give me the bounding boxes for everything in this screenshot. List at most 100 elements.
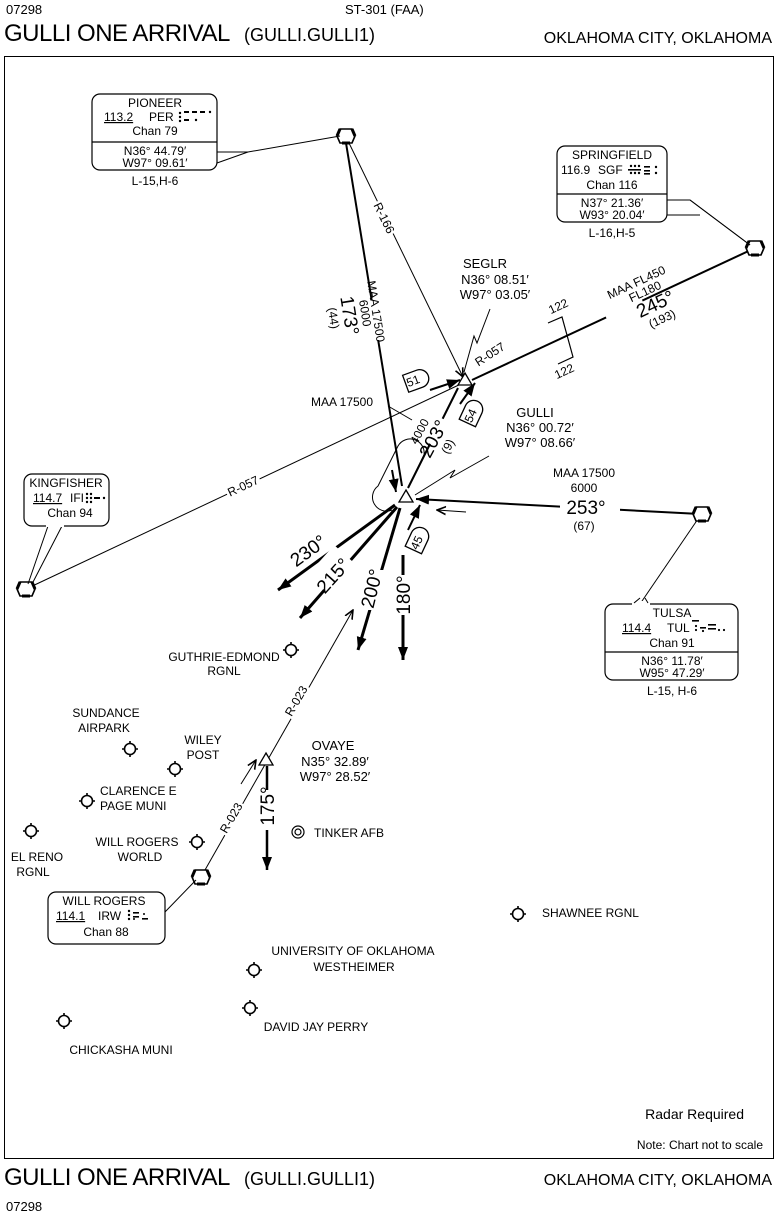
airport-will-rogers-world-label: WILL ROGERS (96, 835, 179, 849)
vector-180-label: 180° (394, 575, 415, 614)
will-rogers-freq: 114.1 (56, 909, 85, 923)
airport-ou-label-2: WESTHEIMER (313, 960, 395, 974)
pioneer-lon: W97° 09.61′ (122, 156, 188, 170)
radial-per-166 (348, 142, 463, 377)
springfield-freq: 116.9 (561, 163, 590, 177)
vortac-springfield-icon[interactable] (744, 239, 766, 257)
kingfisher-freq: 114.7 (33, 491, 62, 505)
springfield-lat: N37° 21.36′ (581, 196, 644, 210)
svg-text:54: 54 (462, 406, 480, 424)
fix-seglr-icon[interactable] (457, 372, 473, 386)
ovaye-course-label: 175° (258, 786, 279, 825)
fix-seglr-lat: N36° 08.51′ (461, 272, 529, 287)
fix-seglr-name: SEGLR (463, 256, 507, 271)
footer-code: (GULLI.GULLI1) (244, 1169, 376, 1189)
navaid-box-pioneer[interactable]: PIONEER 113.2 PER Chan 79 N36° 44.79′ W9… (91, 93, 341, 188)
tulsa-charts: L-15, H-6 (647, 684, 697, 698)
arrow-45 (407, 504, 421, 531)
springfield-lon: W93° 20.04′ (579, 208, 645, 222)
pioneer-ident: PER (149, 110, 174, 124)
speed-box-51: 51 (401, 369, 430, 394)
airport-david-jay-perry-label: DAVID JAY PERRY (264, 1020, 368, 1034)
navaid-box-springfield[interactable]: SPRINGFIELD 116.9 SGF Chan 116 N37° 21.3… (556, 145, 751, 246)
airport-ou-icon[interactable] (245, 961, 263, 979)
tulsa-freq: 114.4 (622, 621, 651, 635)
holding-pattern (372, 438, 425, 512)
changeover-label-bottom: 122 (552, 361, 576, 382)
svg-text:45: 45 (408, 533, 426, 551)
airport-david-jay-perry-icon[interactable] (241, 999, 259, 1017)
airport-sundance-icon[interactable] (121, 740, 139, 758)
fix-gulli-icon[interactable] (398, 489, 414, 503)
tul-mea-label: 6000 (571, 481, 598, 495)
airport-clarence-icon[interactable] (78, 792, 96, 810)
tulsa-chan: Chan 91 (649, 636, 695, 650)
airport-wiley-icon[interactable] (166, 760, 184, 778)
speed-box-45: 45 (404, 526, 430, 555)
pioneer-charts: L-15,H-6 (132, 174, 179, 188)
springfield-name: SPRINGFIELD (572, 148, 652, 162)
navaid-box-kingfisher[interactable]: KINGFISHER 114.7 IFI Chan 94 (23, 473, 110, 585)
vortac-tulsa-icon[interactable] (691, 505, 713, 523)
airport-shawnee-icon[interactable] (509, 905, 527, 923)
fix-ovaye-name: OVAYE (312, 738, 355, 753)
airport-chickasha-label: CHICKASHA MUNI (69, 1043, 172, 1057)
airport-tinker-icon[interactable] (291, 825, 305, 839)
airport-clarence-label-2: PAGE MUNI (100, 799, 166, 813)
direction-arrow-irw (240, 760, 256, 785)
airport-el-reno-label-2: RGNL (16, 865, 50, 879)
kingfisher-ident: IFI (70, 491, 84, 505)
changeover-label-top: 122 (546, 296, 570, 317)
speed-box-54: 54 (458, 399, 484, 428)
pioneer-freq: 113.2 (104, 110, 133, 124)
airport-guthrie-label: GUTHRIE-EDMOND (168, 650, 280, 664)
tul-course-label: 253° (566, 498, 605, 519)
direction-arrow-tul (437, 510, 467, 512)
airport-ou-label: UNIVERSITY OF OKLAHOMA (271, 944, 434, 958)
airport-el-reno-icon[interactable] (22, 822, 40, 840)
will-rogers-ident: IRW (98, 909, 122, 923)
footer-city: OKLAHOMA CITY, OKLAHOMA (543, 1172, 772, 1189)
per-mea-label: 6000 (356, 299, 374, 328)
morse-code-icon (628, 164, 658, 175)
tulsa-ident: TUL (667, 621, 690, 635)
chart-id: ST-301 (FAA) (345, 2, 424, 17)
airport-sundance-label-2: AIRPARK (78, 721, 130, 735)
sgf-radial-label: R-057 (472, 339, 507, 369)
pioneer-chan: Chan 79 (132, 124, 178, 138)
navaid-box-will-rogers[interactable]: WILL ROGERS 114.1 IRW Chan 88 (47, 879, 197, 945)
chart-frame (4, 56, 774, 1159)
arrow-54 (459, 382, 476, 405)
airport-will-rogers-world-icon[interactable] (188, 833, 206, 851)
airport-guthrie-label-2: RGNL (207, 664, 241, 678)
per-dist-label: (44) (325, 306, 342, 329)
chart-city: OKLAHOMA CITY, OKLAHOMA (543, 30, 772, 47)
leader-seglr (463, 308, 491, 373)
springfield-ident: SGF (598, 163, 623, 177)
will-rogers-chan: Chan 88 (83, 925, 129, 939)
airport-guthrie-icon[interactable] (282, 641, 300, 659)
tul-dist-label: (67) (573, 519, 594, 533)
seglr-dist-label: (9) (438, 437, 457, 457)
arrow-51 (429, 379, 461, 391)
radial-per-166-label: R-166 (371, 200, 398, 236)
airport-clarence-label: CLARENCE E (100, 784, 177, 798)
kingfisher-name: KINGFISHER (29, 476, 103, 490)
morse-code-icon (178, 110, 212, 123)
tulsa-name: TULSA (653, 606, 692, 620)
fix-ovaye-lat: N35° 32.89′ (301, 754, 369, 769)
tulsa-lat: N36° 11.78′ (641, 654, 703, 668)
morse-code-icon (127, 909, 148, 921)
springfield-charts: L-16,H-5 (589, 226, 636, 240)
airport-chickasha-icon[interactable] (55, 1012, 73, 1030)
navaid-box-tulsa[interactable]: TULSA 114.4 TUL Chan 91 N36° 11.78′ W95°… (604, 597, 739, 698)
pioneer-lat: N36° 44.79′ (124, 144, 187, 158)
airport-el-reno-label: EL RENO (11, 850, 63, 864)
changeover-point (547, 316, 574, 365)
airport-tinker-label: TINKER AFB (314, 826, 384, 840)
fix-gulli-lon: W97° 08.66′ (505, 435, 576, 450)
irw-radial-label-2: R-023 (217, 800, 246, 836)
svg-text:51: 51 (405, 372, 423, 390)
fix-ovaye-lon: W97° 28.52′ (300, 769, 371, 784)
